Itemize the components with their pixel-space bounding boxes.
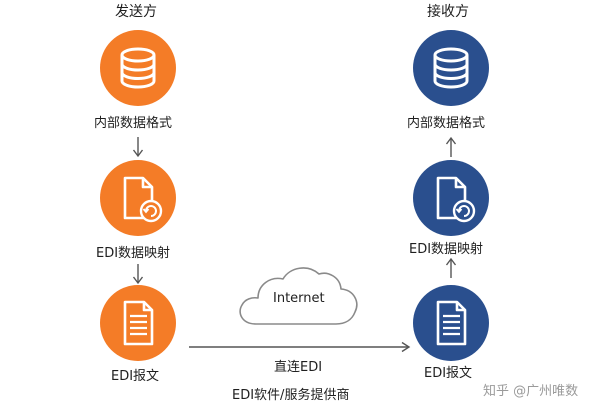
receiver-step-edi-mapping: EDI数据映射 [409,242,484,257]
direct-edi-label: 直连EDI [274,360,323,375]
receiver-mapping-node [413,160,489,236]
document-refresh-icon [436,176,476,223]
receiver-arrow-up-1 [445,136,457,157]
sender-mapping-node [100,160,176,236]
direct-edi-arrow [189,341,411,353]
receiver-step-edi-message: EDI报文 [424,366,473,381]
edi-provider-label: EDI软件/服务提供商 [232,388,350,403]
sender-message-node [100,285,176,361]
watermark: 知乎 @广州唯数 [483,384,579,399]
sender-title: 发送方 [115,4,157,20]
document-lines-icon [123,300,154,346]
sender-step-edi-mapping: EDI数据映射 [96,246,171,261]
sender-step-internal-format: 内部数据格式 [94,116,173,131]
sender-arrow-down-1 [132,137,144,158]
database-icon [120,47,156,89]
receiver-arrow-up-2 [445,257,457,278]
receiver-database-node [413,30,489,106]
document-refresh-icon [123,176,163,223]
database-icon [433,47,469,89]
sender-step-edi-message: EDI报文 [111,369,160,384]
receiver-message-node [413,285,489,361]
document-lines-icon [436,300,467,346]
sender-database-node [100,30,176,106]
sender-arrow-down-2 [132,264,144,285]
receiver-step-internal-format: 内部数据格式 [407,116,486,131]
internet-label: Internet [273,291,325,306]
internet-cloud-icon [239,267,358,325]
receiver-title: 接收方 [427,4,469,20]
